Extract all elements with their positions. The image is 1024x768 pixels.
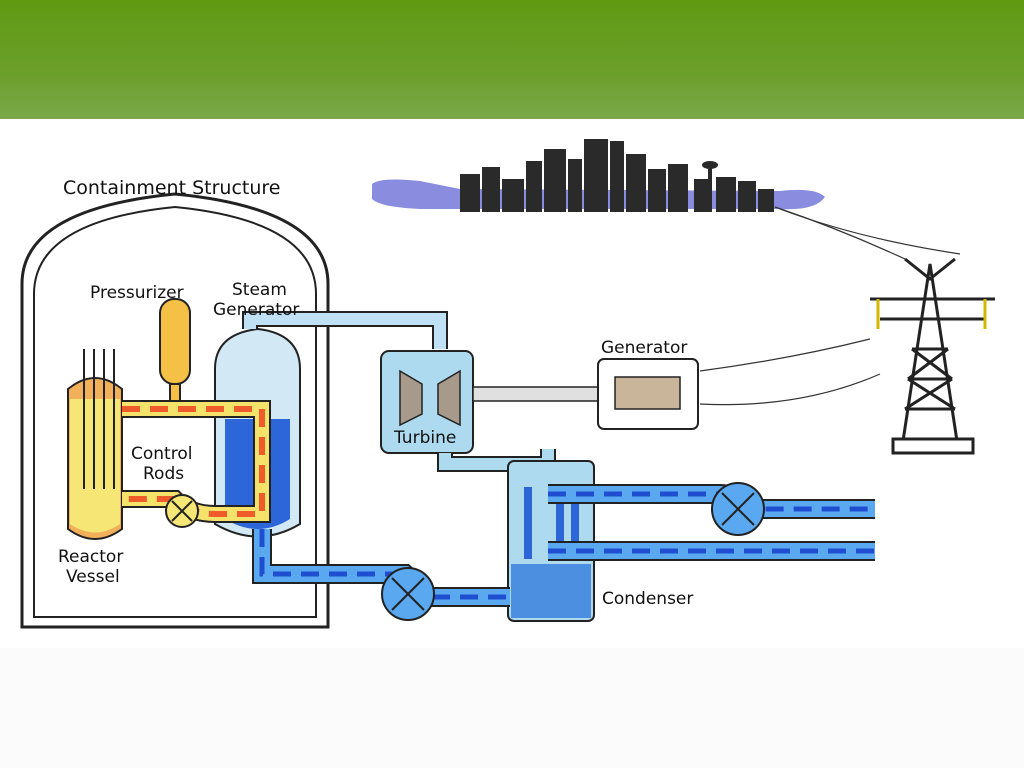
label-steam: Steam bbox=[232, 280, 287, 300]
transmission-tower-icon bbox=[870, 257, 995, 455]
title-banner bbox=[0, 0, 1024, 119]
label-turbine: Turbine bbox=[393, 428, 456, 448]
footer-band bbox=[0, 648, 1024, 768]
label-control: Control bbox=[131, 444, 192, 464]
steam-line bbox=[242, 311, 448, 349]
label-generator-sg: Generator bbox=[213, 300, 299, 320]
city-skyline-icon bbox=[372, 139, 825, 212]
exhaust-line bbox=[437, 449, 556, 472]
pressurizer bbox=[159, 298, 191, 407]
label-containment: Containment Structure bbox=[63, 177, 280, 199]
label-reactor: Reactor bbox=[58, 547, 123, 567]
label-vessel: Vessel bbox=[66, 567, 120, 587]
cooling-loop bbox=[548, 482, 875, 561]
feedwater-line bbox=[252, 529, 510, 621]
control-rods bbox=[83, 349, 115, 489]
power-lines bbox=[699, 206, 961, 406]
pwr-diagram: Containment Structure Pressurizer Steam … bbox=[0, 119, 1024, 648]
label-rods: Rods bbox=[143, 464, 184, 484]
label-generator: Generator bbox=[601, 338, 687, 358]
primary-loop bbox=[122, 400, 271, 528]
generator bbox=[472, 358, 699, 430]
turbine bbox=[380, 350, 474, 454]
label-pressurizer: Pressurizer bbox=[90, 283, 184, 303]
label-condenser: Condenser bbox=[602, 589, 693, 609]
